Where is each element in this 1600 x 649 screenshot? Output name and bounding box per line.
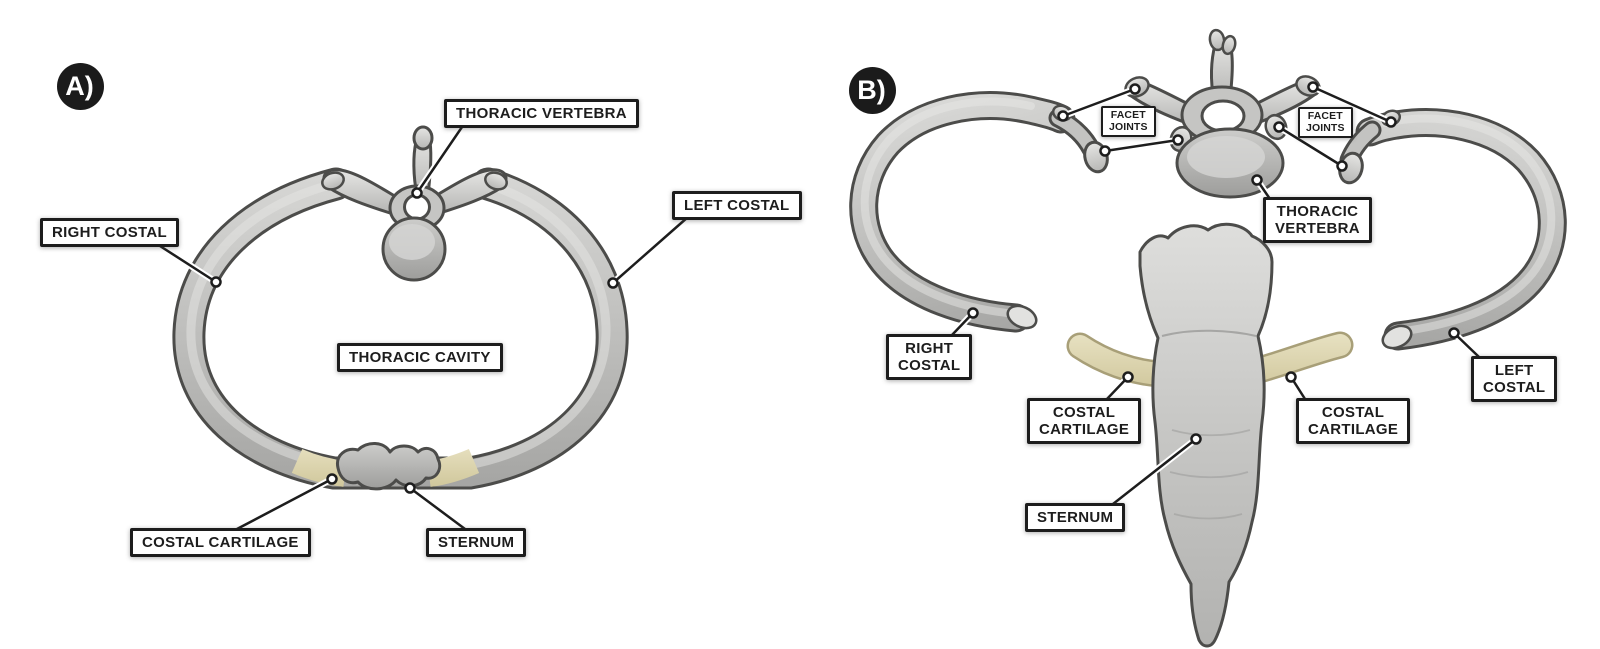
costal-ring (172, 167, 629, 491)
label-thoracic-cavity-a: THORACIC CAVITY (337, 343, 503, 372)
costal-cartilage-right-bar (1241, 334, 1351, 383)
label-left-costal-b: LEFT COSTAL (1471, 356, 1558, 402)
sternum-a (336, 442, 442, 491)
label-left-costal-a: LEFT COSTAL (672, 191, 802, 220)
costal-cartilage-left-bar (1069, 335, 1171, 385)
label-text: THORACIC (1276, 203, 1359, 220)
right-costal-cut-face (1006, 304, 1038, 330)
label-text: JOINTS (1109, 120, 1148, 133)
label-text: CARTILAGE (1308, 421, 1399, 438)
label-text: COSTAL (1483, 379, 1546, 396)
vertebra-a-spinous-knob (412, 125, 434, 151)
label-text: STERNUM (1037, 509, 1114, 526)
label-costal-cartilage-right-b: COSTAL CARTILAGE (1296, 398, 1411, 444)
thoracic-vertebra-a-drawing (321, 125, 508, 282)
label-text: JOINTS (1306, 121, 1345, 134)
label-text: LEFT COSTAL (684, 197, 790, 214)
vertebra-b-body-highlight (1187, 136, 1265, 178)
label-right-costal-b: RIGHT COSTAL (886, 334, 973, 380)
sternum-b-sternal-angle (1161, 329, 1257, 337)
label-text: THORACIC VERTEBRA (456, 105, 627, 122)
label-text: COSTAL (1052, 404, 1116, 421)
label-text: COSTAL (1321, 404, 1385, 421)
label-text: COSTAL (898, 357, 961, 374)
label-text: FACET (1110, 109, 1146, 121)
label-text: COSTAL CARTILAGE (142, 534, 299, 551)
label-costal-cartilage-left-b: COSTAL CARTILAGE (1027, 398, 1142, 444)
label-sternum-b: STERNUM (1025, 503, 1126, 532)
left-costal-drawing (1338, 108, 1567, 351)
label-facet-joints-left-b: FACET JOINTS (1101, 106, 1156, 137)
vertebra-b-foramen (1200, 99, 1246, 133)
label-thoracic-vertebra-b: THORACIC VERTEBRA (1263, 197, 1372, 243)
right-costal-highlight (860, 97, 1035, 318)
vertebra-a-body-endplate (389, 224, 435, 260)
label-right-costal-a: RIGHT COSTAL (40, 218, 179, 247)
label-text: RIGHT COSTAL (52, 224, 167, 241)
label-costal-cartilage-a: COSTAL CARTILAGE (130, 528, 311, 557)
sternum-b-texture (1169, 429, 1251, 520)
panel-a-badge: A) (57, 63, 104, 110)
label-text: THORACIC CAVITY (349, 349, 491, 366)
sternum-b-drawing (1138, 222, 1274, 648)
vertebra-b-spinous-knob-right (1221, 34, 1237, 56)
label-text: STERNUM (438, 534, 515, 551)
panel-b-badge: B) (849, 67, 896, 114)
vertebra-a-right-tubercle (484, 171, 508, 191)
label-text: RIGHT (905, 340, 954, 357)
label-thoracic-vertebra-a: THORACIC VERTEBRA (444, 99, 639, 128)
label-text: VERTEBRA (1275, 220, 1360, 237)
left-costal-cut-face (1381, 324, 1413, 350)
label-sternum-a: STERNUM (426, 528, 527, 557)
label-text: CARTILAGE (1039, 421, 1130, 438)
vertebra-b-spinous-knob-left (1208, 28, 1226, 52)
left-costal-highlight (1381, 114, 1556, 336)
thoracic-vertebra-b-drawing (1124, 28, 1321, 199)
label-text: FACET (1307, 110, 1343, 122)
label-facet-joints-right-b: FACET JOINTS (1298, 107, 1353, 138)
label-text: LEFT (1494, 362, 1534, 379)
panel-b-drawing (849, 28, 1567, 648)
vertebra-a-left-tubercle (321, 171, 345, 191)
right-costal-drawing (849, 91, 1109, 333)
right-costal-neck-fill (1051, 111, 1098, 156)
panel-a-drawing (172, 125, 629, 491)
leader-dots (210, 81, 1460, 494)
